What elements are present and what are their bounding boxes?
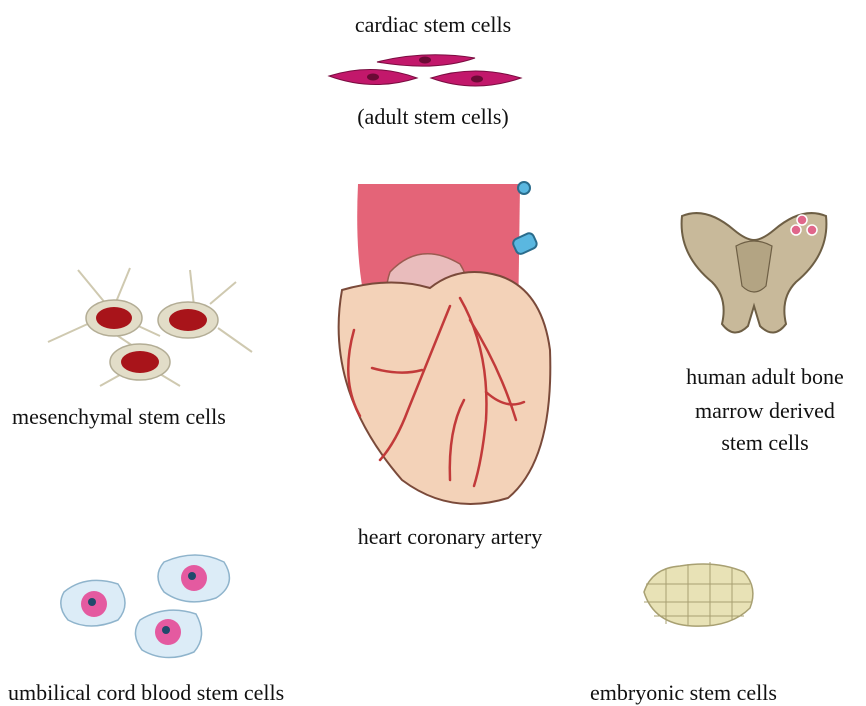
cardiac-cell [431, 71, 521, 86]
cardiac-stem-cells-label: cardiac stem cells [323, 12, 543, 38]
mesenchymal-cell [110, 344, 170, 380]
embryonic-stem-cells-label: embryonic stem cells [590, 680, 777, 706]
heart-coronary-artery-label: heart coronary artery [330, 524, 570, 550]
umbilical-cord-blood-cells-illustration [56, 548, 240, 668]
bone-marrow-label-line1: human adult bone [672, 364, 858, 390]
pelvis-bone-illustration [676, 206, 832, 346]
umbilical-cell [158, 555, 229, 602]
mesenchymal-cell [86, 300, 142, 336]
embryonic-stem-cells-illustration [636, 558, 760, 630]
mesenchymal-cell [158, 302, 218, 338]
umbilical-cell [135, 610, 201, 657]
mesenchymal-stem-cells-illustration [40, 262, 260, 392]
mesenchymal-stem-cells-label: mesenchymal stem cells [12, 404, 226, 430]
cardiac-cell [377, 55, 475, 66]
umbilical-cell [61, 580, 125, 626]
adult-stem-cells-label: (adult stem cells) [323, 104, 543, 130]
bone-marrow-label-line3: stem cells [672, 430, 858, 456]
heart-body [339, 272, 551, 504]
bone-marrow-label-line2: marrow derived [672, 398, 858, 424]
vessel-opening [518, 182, 530, 194]
heart-illustration [310, 180, 560, 510]
umbilical-cord-blood-stem-cells-label: umbilical cord blood stem cells [8, 680, 284, 706]
cardiac-cell [329, 69, 417, 84]
cardiac-stem-cells-illustration [325, 48, 525, 100]
